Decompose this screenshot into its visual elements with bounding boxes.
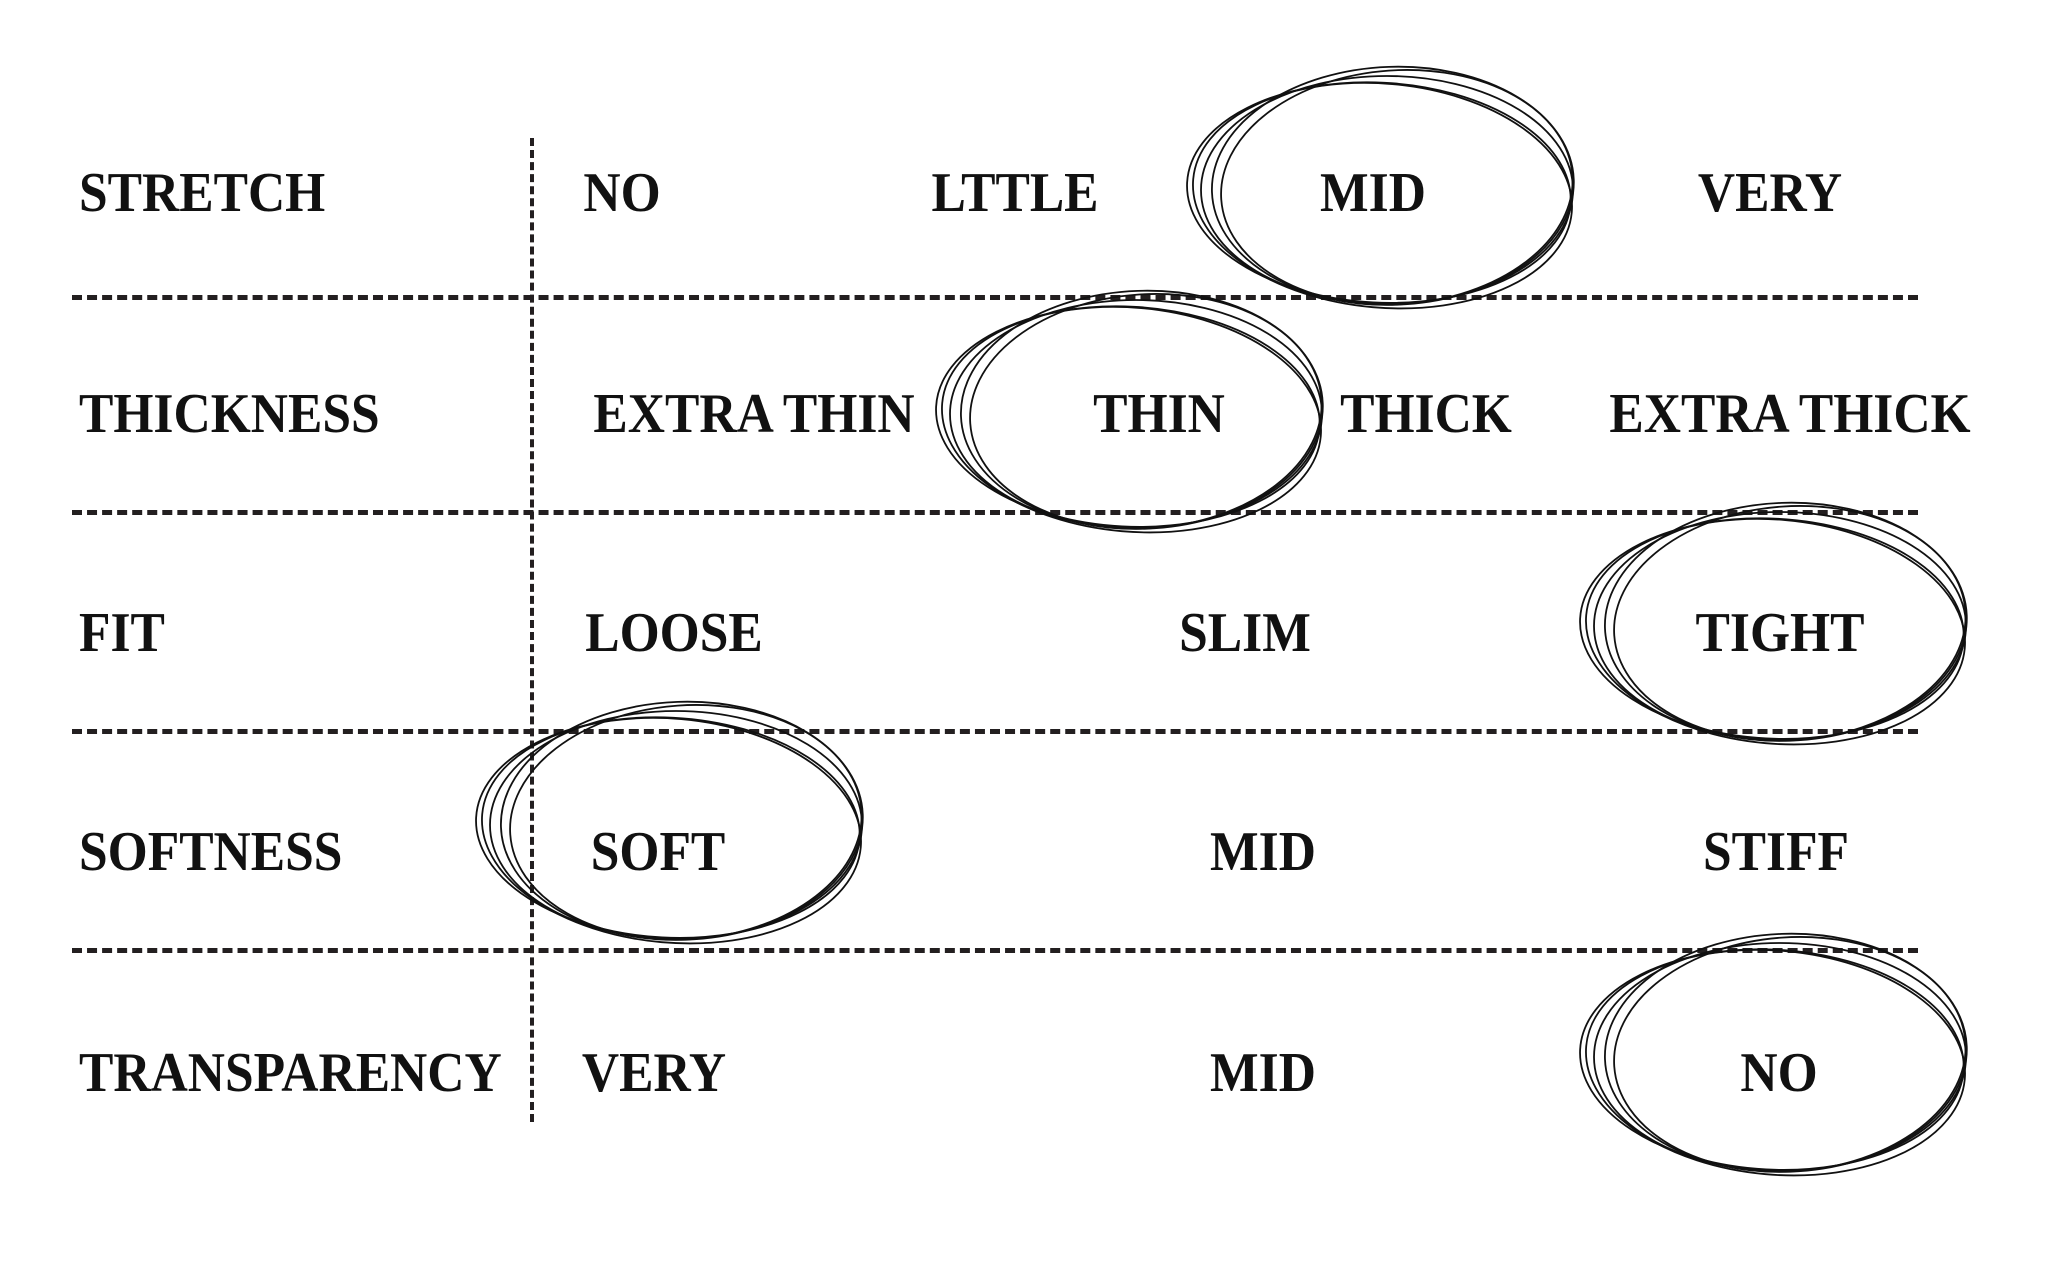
option-softness-stiff: STIFF [1702,821,1850,883]
row-divider [72,510,1918,515]
selection-circle [1186,65,1575,310]
option-thickness-extra-thick: EXTRA THICK [1609,383,1971,445]
option-thickness-extra-thin: EXTRA THIN [593,383,915,445]
option-thickness-thick: THICK [1340,383,1512,445]
row-label-stretch: STRETCH [79,162,326,224]
option-stretch-very: VERY [1697,162,1843,224]
selection-circle [1579,932,1968,1177]
row-label-thickness: THICKNESS [79,383,380,445]
option-fit-tight: TIGHT [1695,602,1865,664]
option-fit-slim: SLIM [1179,602,1311,664]
row-label-transparency: TRANSPARENCY [79,1042,502,1104]
selection-circle [935,289,1324,534]
selection-circle [1579,501,1968,746]
row-label-fit: FIT [79,602,165,664]
option-transparency-mid: MID [1210,1042,1316,1104]
row-label-softness: SOFTNESS [79,821,343,883]
option-softness-soft: SOFT [590,821,726,883]
option-stretch-little: LTTLE [931,162,1099,224]
option-stretch-mid: MID [1320,162,1426,224]
option-transparency-very: VERY [581,1042,727,1104]
row-divider [72,729,1918,734]
option-stretch-no: NO [583,162,661,224]
column-divider [530,138,534,1122]
option-fit-loose: LOOSE [585,602,763,664]
option-thickness-thin: THIN [1093,383,1225,445]
row-divider [72,295,1918,300]
option-transparency-no: NO [1740,1042,1818,1104]
row-divider [72,948,1918,953]
option-softness-mid: MID [1210,821,1316,883]
selection-circle [475,700,864,945]
